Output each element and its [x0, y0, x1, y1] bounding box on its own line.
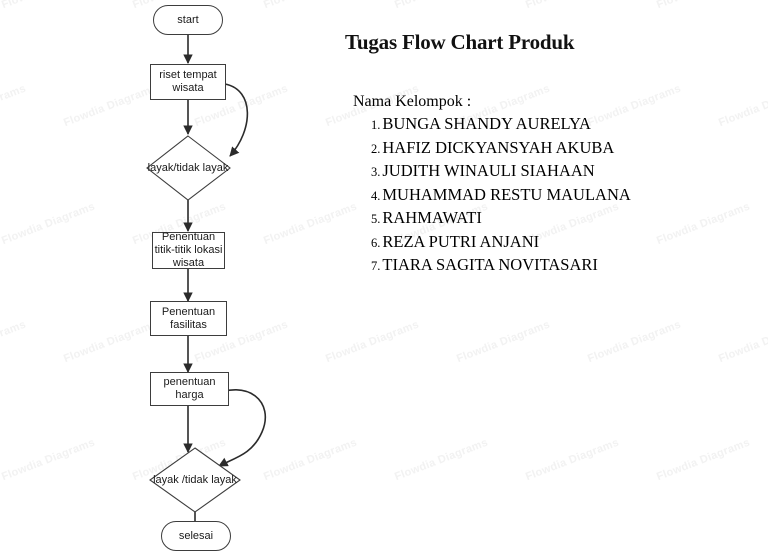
node-selesai-label: selesai — [178, 529, 214, 542]
info-panel: Tugas Flow Chart Produk Nama Kelompok : … — [345, 30, 745, 278]
list-item: 3.JUDITH WINAULI SIAHAAN — [371, 160, 745, 184]
node-titik-label: Penentuan titik-titik lokasi wisata — [154, 231, 223, 269]
node-penentuan-titik-lokasi[interactable]: Penentuan titik-titik lokasi wisata — [152, 231, 225, 269]
flowchart-diagram: start riset tempat wisata layak/tidak la… — [0, 0, 330, 551]
watermark-label: Flowdia Diagrams — [586, 318, 683, 366]
node-riset-tempat-wisata[interactable]: riset tempat wisata — [150, 64, 226, 100]
member-name: BUNGA SHANDY AURELYA — [382, 114, 591, 133]
watermark-label: Flowdia Diagrams — [655, 0, 752, 11]
node-penentuan-fasilitas[interactable]: Penentuan fasilitas — [150, 301, 227, 336]
list-item: 6.REZA PUTRI ANJANI — [371, 231, 745, 255]
member-number: 5. — [371, 212, 381, 226]
node-penentuan-harga[interactable]: penentuan harga — [150, 372, 229, 406]
member-name: RAHMAWATI — [382, 208, 482, 227]
member-name: TIARA SAGITA NOVITASARI — [382, 255, 598, 274]
member-name: HAFIZ DICKYANSYAH AKUBA — [382, 137, 615, 157]
list-item: 4.MUHAMMAD RESTU MAULANA — [371, 184, 745, 208]
list-item: 2.HAFIZ DICKYANSYAH AKUBA — [371, 137, 745, 161]
node-decision1-shape — [146, 135, 231, 201]
member-name: REZA PUTRI ANJANI — [382, 231, 540, 251]
node-riset-label: riset tempat wisata — [159, 69, 217, 94]
node-start[interactable]: start — [153, 5, 223, 35]
member-number: 1. — [371, 118, 381, 132]
edge-loop-riset-decision1 — [224, 83, 249, 157]
node-decision2-shape — [149, 447, 241, 513]
list-item: 5.RAHMAWATI — [371, 207, 745, 231]
member-number: 7. — [371, 259, 381, 273]
node-harga-label: penentuan harga — [163, 376, 216, 401]
list-item: 1.BUNGA SHANDY AURELYA — [371, 113, 745, 137]
node-selesai[interactable]: selesai — [161, 521, 231, 551]
flowchart-connectors — [146, 35, 267, 533]
watermark-label: Flowdia Diagrams — [717, 318, 768, 366]
member-number: 3. — [371, 165, 381, 179]
watermark-label: Flowdia Diagrams — [455, 318, 552, 366]
member-number: 4. — [371, 188, 381, 203]
edge-loop-harga-decision2 — [210, 389, 267, 467]
member-number: 6. — [371, 235, 381, 250]
watermark-label: Flowdia Diagrams — [524, 436, 621, 484]
member-name: MUHAMMAD RESTU MAULANA — [382, 184, 631, 204]
member-number: 2. — [371, 141, 381, 156]
watermark-label: Flowdia Diagrams — [524, 0, 621, 11]
group-label: Nama Kelompok : — [353, 93, 472, 110]
watermark-label: Flowdia Diagrams — [324, 318, 421, 366]
watermark-label: Flowdia Diagrams — [393, 436, 490, 484]
member-name: JUDITH WINAULI SIAHAAN — [382, 161, 595, 180]
watermark-label: Flowdia Diagrams — [393, 0, 490, 11]
page-title: Tugas Flow Chart Produk — [345, 30, 575, 54]
node-fasilitas-label: Penentuan fasilitas — [161, 305, 216, 331]
list-item: 7.TIARA SAGITA NOVITASARI — [371, 254, 745, 278]
watermark-label: Flowdia Diagrams — [655, 436, 752, 484]
node-start-label: start — [177, 13, 199, 26]
